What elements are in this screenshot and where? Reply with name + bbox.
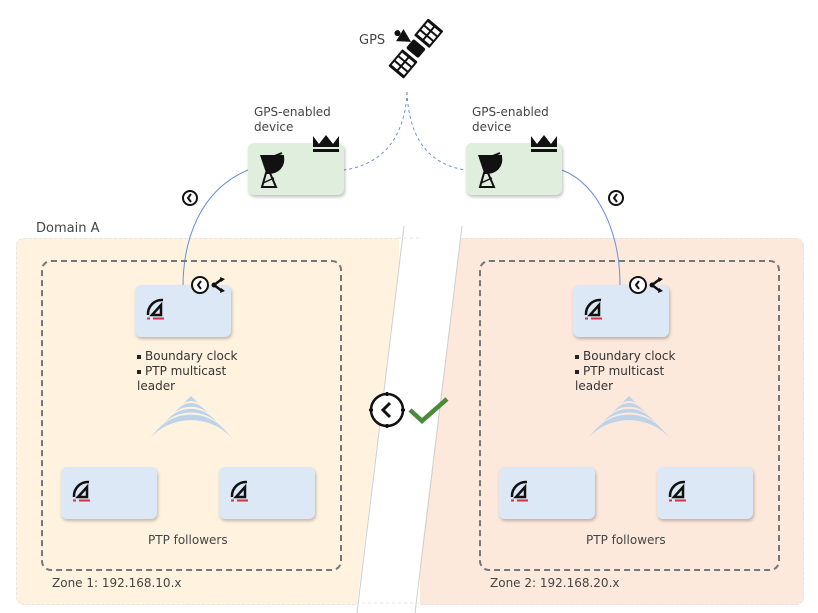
- bullet-icon: [137, 354, 141, 359]
- zone-1-follower-node-2[interactable]: [219, 467, 315, 519]
- domain-label: Domain A: [36, 221, 100, 236]
- zone-2-boundary: [479, 260, 780, 571]
- ptp-logo-icon: [584, 298, 602, 320]
- clock-icon: [182, 190, 198, 206]
- ptp-logo-icon: [668, 480, 686, 502]
- zone-1-follower-node-1[interactable]: [61, 467, 157, 519]
- zone-1-followers-label: PTP followers: [148, 533, 228, 547]
- satellite-dish-icon: [260, 152, 285, 188]
- link-device-to-leader-2: [561, 169, 621, 286]
- clock-icon: [369, 392, 405, 428]
- zone-2-follower-node-1[interactable]: [499, 467, 595, 519]
- leader-role-continuation: leader: [575, 379, 614, 393]
- zone-2-label: Zone 2: 192.168.20.x: [490, 576, 620, 590]
- broadcast-waves-icon: [588, 396, 670, 438]
- satellite-icon: [388, 18, 444, 79]
- ptp-logo-icon: [510, 480, 528, 502]
- ptp-logo-icon: [72, 480, 90, 502]
- leader-role-multicast: PTP multicast: [583, 364, 665, 378]
- bullet-icon: [575, 369, 579, 374]
- leader-role-multicast: PTP multicast: [145, 364, 227, 378]
- gps-device-1-label-line1: GPS-enabled: [254, 105, 331, 119]
- crown-icon: [313, 135, 339, 152]
- clock-share-icon: [629, 276, 663, 294]
- leader-role-boundary-clock: Boundary clock: [145, 349, 238, 363]
- leader-role-boundary-clock: Boundary clock: [583, 349, 676, 363]
- gps-device-2-label-line2: device: [472, 120, 512, 134]
- check-icon: [408, 397, 449, 425]
- zone-2-followers-label: PTP followers: [586, 533, 666, 547]
- zone-1-leader-description: Boundary clock PTP multicast leader: [137, 349, 237, 394]
- zone-1-boundary: [41, 260, 342, 571]
- gps-device-2-label-line1: GPS-enabled: [472, 105, 549, 119]
- clock-icon: [608, 190, 624, 206]
- link-device-to-leader-1: [182, 169, 249, 293]
- ptp-logo-icon: [146, 298, 164, 320]
- zone-2-leader-node[interactable]: [573, 285, 669, 337]
- gps-link-right: [406, 91, 467, 171]
- zone-1-leader-node[interactable]: [135, 285, 231, 337]
- divider-line-right: [414, 225, 463, 613]
- crown-icon: [531, 135, 557, 152]
- clock-share-icon: [191, 276, 225, 294]
- zone-1-label: Zone 1: 192.168.10.x: [52, 576, 182, 590]
- ptp-logo-icon: [230, 480, 248, 502]
- zone-2-follower-node-2[interactable]: [657, 467, 753, 519]
- gps-device-1-label: GPS-enabled device: [254, 105, 331, 135]
- gps-device-1-label-line2: device: [254, 120, 294, 134]
- zone-2-leader-description: Boundary clock PTP multicast leader: [575, 349, 675, 394]
- broadcast-waves-icon: [150, 396, 232, 438]
- gps-label: GPS: [359, 33, 386, 48]
- leader-role-continuation: leader: [137, 379, 176, 393]
- bullet-icon: [575, 354, 579, 359]
- bullet-icon: [137, 369, 141, 374]
- domain-divider-gap: [356, 224, 462, 613]
- gps-link-left: [343, 91, 408, 171]
- gps-device-2-label: GPS-enabled device: [472, 105, 549, 135]
- satellite-dish-icon: [478, 152, 503, 188]
